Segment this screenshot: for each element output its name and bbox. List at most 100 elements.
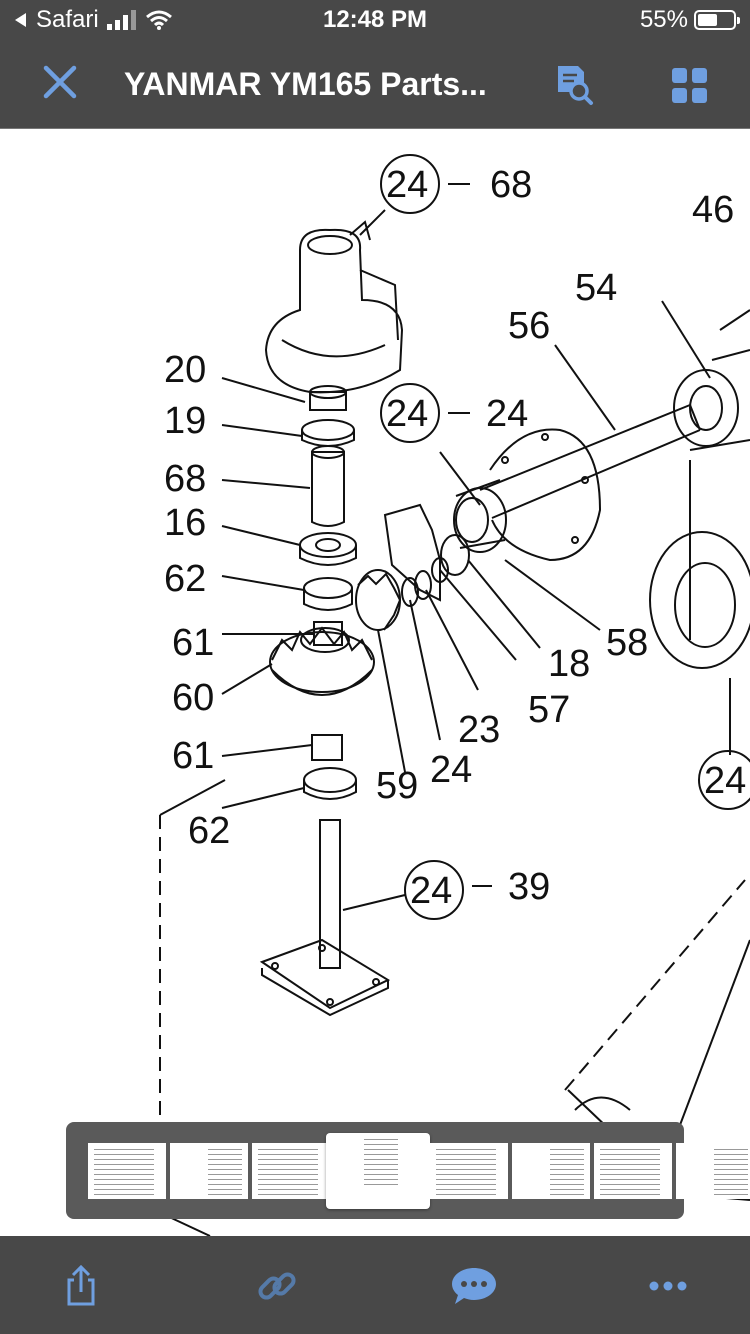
thumbnail-line — [550, 1189, 584, 1190]
part-label: 54 — [575, 267, 617, 309]
page-thumbnail[interactable] — [252, 1143, 330, 1199]
thumbnail-line — [436, 1154, 496, 1155]
page-thumbnail[interactable] — [88, 1143, 166, 1199]
page-thumbnail[interactable] — [170, 1143, 248, 1199]
thumbnail-line — [258, 1149, 318, 1150]
thumbnail-line — [364, 1174, 398, 1175]
thumbnail-line — [714, 1164, 748, 1165]
callout-part: 39 — [508, 866, 550, 908]
page-thumbnail[interactable] — [676, 1143, 750, 1199]
callout-part: 68 — [490, 164, 532, 206]
thumbnail-line — [550, 1164, 584, 1165]
thumbnail-line — [258, 1179, 318, 1180]
thumbnail-line — [258, 1184, 318, 1185]
thumbnail-line — [436, 1169, 496, 1170]
thumbnail-line — [600, 1189, 660, 1190]
thumbnail-line — [258, 1154, 318, 1155]
part-label: 60 — [172, 677, 214, 719]
thumbnail-line — [364, 1144, 398, 1145]
part-label: 59 — [376, 765, 418, 807]
page-thumbnail-current[interactable] — [326, 1133, 430, 1209]
thumbnail-line — [208, 1189, 242, 1190]
wifi-icon — [145, 10, 172, 30]
back-app-label: Safari — [36, 6, 99, 33]
part-label: 23 — [458, 709, 500, 751]
document-search-icon[interactable] — [552, 62, 596, 106]
thumbnail-line — [364, 1139, 398, 1140]
thumbnail-line — [258, 1174, 318, 1175]
thumbnail-line — [600, 1164, 660, 1165]
thumbnail-line — [94, 1154, 154, 1155]
thumbnail-line — [258, 1164, 318, 1165]
callout-number: 24 — [704, 760, 746, 802]
thumbnail-line — [436, 1149, 496, 1150]
thumbnail-line — [436, 1179, 496, 1180]
thumbnail-line — [94, 1174, 154, 1175]
close-icon[interactable] — [38, 60, 82, 104]
grid-icon[interactable] — [668, 64, 712, 108]
thumbnail-line — [364, 1159, 398, 1160]
part-label: 61 — [172, 622, 214, 664]
callout-part: 24 — [486, 393, 528, 435]
thumbnail-line — [258, 1194, 318, 1195]
page-thumbnail[interactable] — [594, 1143, 672, 1199]
thumbnail-line — [714, 1159, 748, 1160]
part-label: 56 — [508, 305, 550, 347]
thumbnail-line — [208, 1179, 242, 1180]
thumbnail-line — [208, 1149, 242, 1150]
thumbnail-line — [208, 1164, 242, 1165]
thumbnail-line — [364, 1184, 398, 1185]
thumbnail-line — [600, 1179, 660, 1180]
thumbnail-line — [436, 1174, 496, 1175]
back-to-app[interactable]: Safari — [14, 6, 173, 34]
thumbnail-line — [258, 1169, 318, 1170]
ref-circle-24 — [698, 750, 750, 810]
thumbnail-line — [364, 1169, 398, 1170]
link-icon[interactable] — [255, 1264, 299, 1308]
part-label: 19 — [164, 400, 206, 442]
parts-diagram: 24 68 24 24 24 39 24 46 54 56 20 19 68 1… — [159, 154, 750, 1236]
more-icon[interactable] — [646, 1264, 690, 1308]
document-title: YANMAR YM165 Parts... — [124, 66, 487, 102]
part-label: 46 — [692, 189, 734, 231]
thumbnail-line — [94, 1189, 154, 1190]
parts-diagram-page[interactable]: 24 68 24 24 24 39 24 46 54 56 20 19 68 1… — [0, 129, 750, 1236]
part-label: 62 — [164, 558, 206, 600]
status-bar: Safari 12:48 PM 55% — [0, 0, 750, 40]
thumbnail-line — [436, 1184, 496, 1185]
page-thumbnail[interactable] — [512, 1143, 590, 1199]
back-arrow-icon — [15, 13, 26, 27]
thumbnail-line — [208, 1154, 242, 1155]
comment-icon[interactable] — [450, 1264, 498, 1308]
ref-circle-24-39 — [404, 860, 464, 920]
part-label: 58 — [606, 622, 648, 664]
page-thumbnail[interactable] — [430, 1143, 508, 1199]
thumbnail-line — [364, 1154, 398, 1155]
thumbnail-line — [94, 1194, 154, 1195]
battery-fill — [698, 14, 717, 26]
thumbnail-line — [436, 1189, 496, 1190]
thumbnail-line — [208, 1184, 242, 1185]
thumbnail-line — [364, 1149, 398, 1150]
thumbnail-line — [600, 1159, 660, 1160]
thumbnail-line — [258, 1189, 318, 1190]
thumbnail-line — [208, 1159, 242, 1160]
clock: 12:48 PM — [322, 6, 428, 33]
share-icon[interactable] — [59, 1264, 103, 1308]
part-label: 61 — [172, 735, 214, 777]
part-label: 24 — [430, 749, 472, 791]
thumbnail-line — [550, 1184, 584, 1185]
thumbnail-line — [436, 1159, 496, 1160]
battery-icon — [694, 10, 740, 30]
thumbnail-line — [436, 1194, 496, 1195]
callout-number: 24 — [386, 393, 428, 435]
callout-number: 24 — [386, 164, 428, 206]
lower-shaft — [319, 819, 341, 969]
thumbnail-line — [550, 1169, 584, 1170]
part-60-bevel-gear — [269, 631, 375, 693]
thumbnail-line — [94, 1179, 154, 1180]
thumbnail-line — [600, 1194, 660, 1195]
part-59-pinion — [355, 569, 401, 631]
page-thumbnail-strip[interactable] — [66, 1122, 750, 1219]
thumbnail-line — [208, 1194, 242, 1195]
